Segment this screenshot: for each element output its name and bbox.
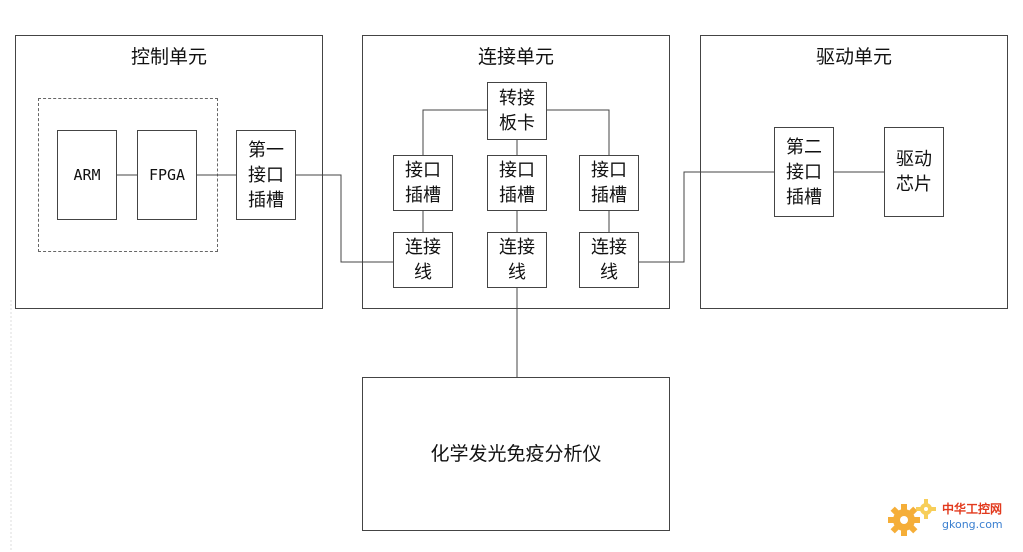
- adapter-board-block: 转接 板卡: [487, 82, 547, 140]
- second-interface-slot-block: 第二 接口 插槽: [774, 127, 834, 217]
- gear-logo-icon: [888, 499, 936, 536]
- wire-right-wire-to-second-slot: [639, 171, 774, 263]
- arm-block: ARM: [57, 130, 117, 220]
- fpga-block: FPGA: [137, 130, 197, 220]
- connection-wire-left-block: 连接 线: [393, 232, 453, 288]
- interface-slot-center-block: 接口 插槽: [487, 155, 547, 211]
- connection-wire-right-block: 连接 线: [579, 232, 639, 288]
- wire-first-slot-to-left-wire: [296, 174, 393, 263]
- interface-slot-left-block: 接口 插槽: [393, 155, 453, 211]
- chemiluminescence-analyzer-block: 化学发光免疫分析仪: [362, 377, 670, 531]
- watermark-cn-text: 中华工控网: [942, 502, 1003, 516]
- watermark-en-text: gkong.com: [942, 518, 1003, 531]
- interface-slot-right-block: 接口 插槽: [579, 155, 639, 211]
- gkong-watermark: 中华工控网 gkong.com: [884, 494, 1016, 546]
- connection-unit-title: 连接单元: [477, 46, 554, 68]
- control-unit-title: 控制单元: [130, 46, 207, 68]
- drive-unit-title: 驱动单元: [815, 46, 892, 68]
- wire-adapter-to-right-slot: [547, 109, 610, 155]
- connection-wire-center-block: 连接 线: [487, 232, 547, 288]
- first-interface-slot-block: 第一 接口 插槽: [236, 130, 296, 220]
- driver-chip-block: 驱动 芯片: [884, 127, 944, 217]
- wire-adapter-to-left-slot: [422, 109, 487, 155]
